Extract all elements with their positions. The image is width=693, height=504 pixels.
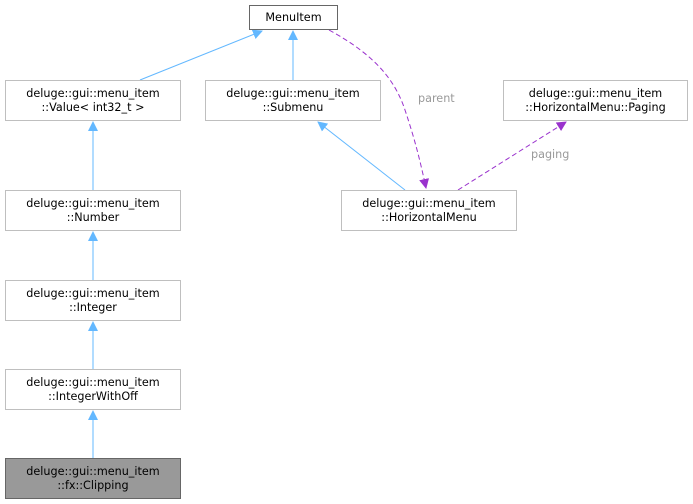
node-paging-line-2: ::HorizontalMenu::Paging bbox=[525, 100, 666, 114]
node-horizontalmenu[interactable]: deluge::gui::menu_item ::HorizontalMenu bbox=[341, 190, 517, 231]
node-integer-line-1: deluge::gui::menu_item bbox=[26, 286, 160, 300]
node-submenu-line-2: ::Submenu bbox=[262, 100, 324, 114]
node-paging-line-1: deluge::gui::menu_item bbox=[528, 86, 663, 100]
node-integer[interactable]: deluge::gui::menu_item ::Integer bbox=[5, 280, 181, 321]
edge-paging-usage bbox=[457, 121, 567, 191]
edge-label-parent: parent bbox=[418, 92, 455, 105]
edge-value-to-menuitem bbox=[139, 29, 263, 81]
node-number-line-1: deluge::gui::menu_item bbox=[26, 196, 160, 210]
node-horizontalmenu-line-2: ::HorizontalMenu bbox=[381, 210, 477, 224]
node-paging[interactable]: deluge::gui::menu_item ::HorizontalMenu:… bbox=[503, 80, 688, 121]
node-integerwithoff-line-2: ::IntegerWithOff bbox=[48, 389, 138, 403]
node-clipping-line-2: ::fx::Clipping bbox=[57, 478, 129, 492]
node-menuitem-line-1: MenuItem bbox=[265, 10, 322, 24]
edge-label-paging: paging bbox=[531, 148, 570, 161]
node-submenu-line-1: deluge::gui::menu_item bbox=[226, 86, 360, 100]
node-clipping-line-1: deluge::gui::menu_item bbox=[26, 464, 160, 478]
node-integer-line-2: ::Integer bbox=[69, 300, 117, 314]
edge-parent-usage bbox=[328, 29, 430, 189]
node-submenu[interactable]: deluge::gui::menu_item ::Submenu bbox=[205, 80, 381, 121]
node-value-line-2: ::Value< int32_t > bbox=[41, 100, 145, 114]
node-clipping[interactable]: deluge::gui::menu_item ::fx::Clipping bbox=[5, 458, 181, 499]
node-horizontalmenu-line-1: deluge::gui::menu_item bbox=[362, 196, 496, 210]
node-integerwithoff-line-1: deluge::gui::menu_item bbox=[26, 375, 160, 389]
node-menuitem[interactable]: MenuItem bbox=[249, 5, 338, 30]
node-value[interactable]: deluge::gui::menu_item ::Value< int32_t … bbox=[5, 80, 181, 121]
node-integerwithoff[interactable]: deluge::gui::menu_item ::IntegerWithOff bbox=[5, 369, 181, 410]
edge-horizontalmenu-to-submenu bbox=[317, 121, 406, 191]
node-number[interactable]: deluge::gui::menu_item ::Number bbox=[5, 190, 181, 231]
node-number-line-2: ::Number bbox=[66, 210, 120, 224]
node-value-line-1: deluge::gui::menu_item bbox=[26, 86, 160, 100]
